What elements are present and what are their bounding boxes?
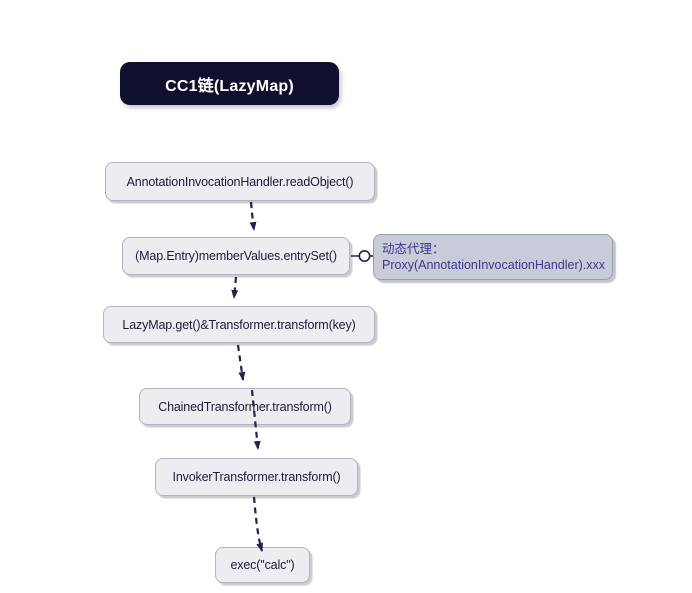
edge-invokertransformer-to-exec: [252, 496, 264, 552]
edge-lazymapget-to-chainedtransformer: [236, 344, 246, 381]
annotation-dynamic-proxy: 动态代理： Proxy(AnnotationInvocationHandler)…: [373, 234, 613, 280]
diagram-title-node: CC1链(LazyMap): [120, 62, 339, 105]
node-invokertransformer: InvokerTransformer.transform(): [155, 458, 358, 496]
annotation-line2: Proxy(AnnotationInvocationHandler).xxx: [382, 258, 606, 272]
node-entryset: (Map.Entry)memberValues.entrySet(): [122, 237, 350, 275]
node-chainedtransformer: ChainedTransformer.transform(): [139, 388, 351, 425]
node-readobject: AnnotationInvocationHandler.readObject(): [105, 162, 375, 201]
edge-readobject-to-entryset: [249, 201, 257, 231]
node-exec-calc: exec("calc"): [215, 547, 310, 583]
annotation-line1: 动态代理：: [382, 242, 445, 256]
minus-circle-icon: [358, 250, 371, 263]
edge-entryset-to-lazymapget: [231, 276, 239, 299]
node-lazymap-get: LazyMap.get()&Transformer.transform(key): [103, 306, 375, 343]
